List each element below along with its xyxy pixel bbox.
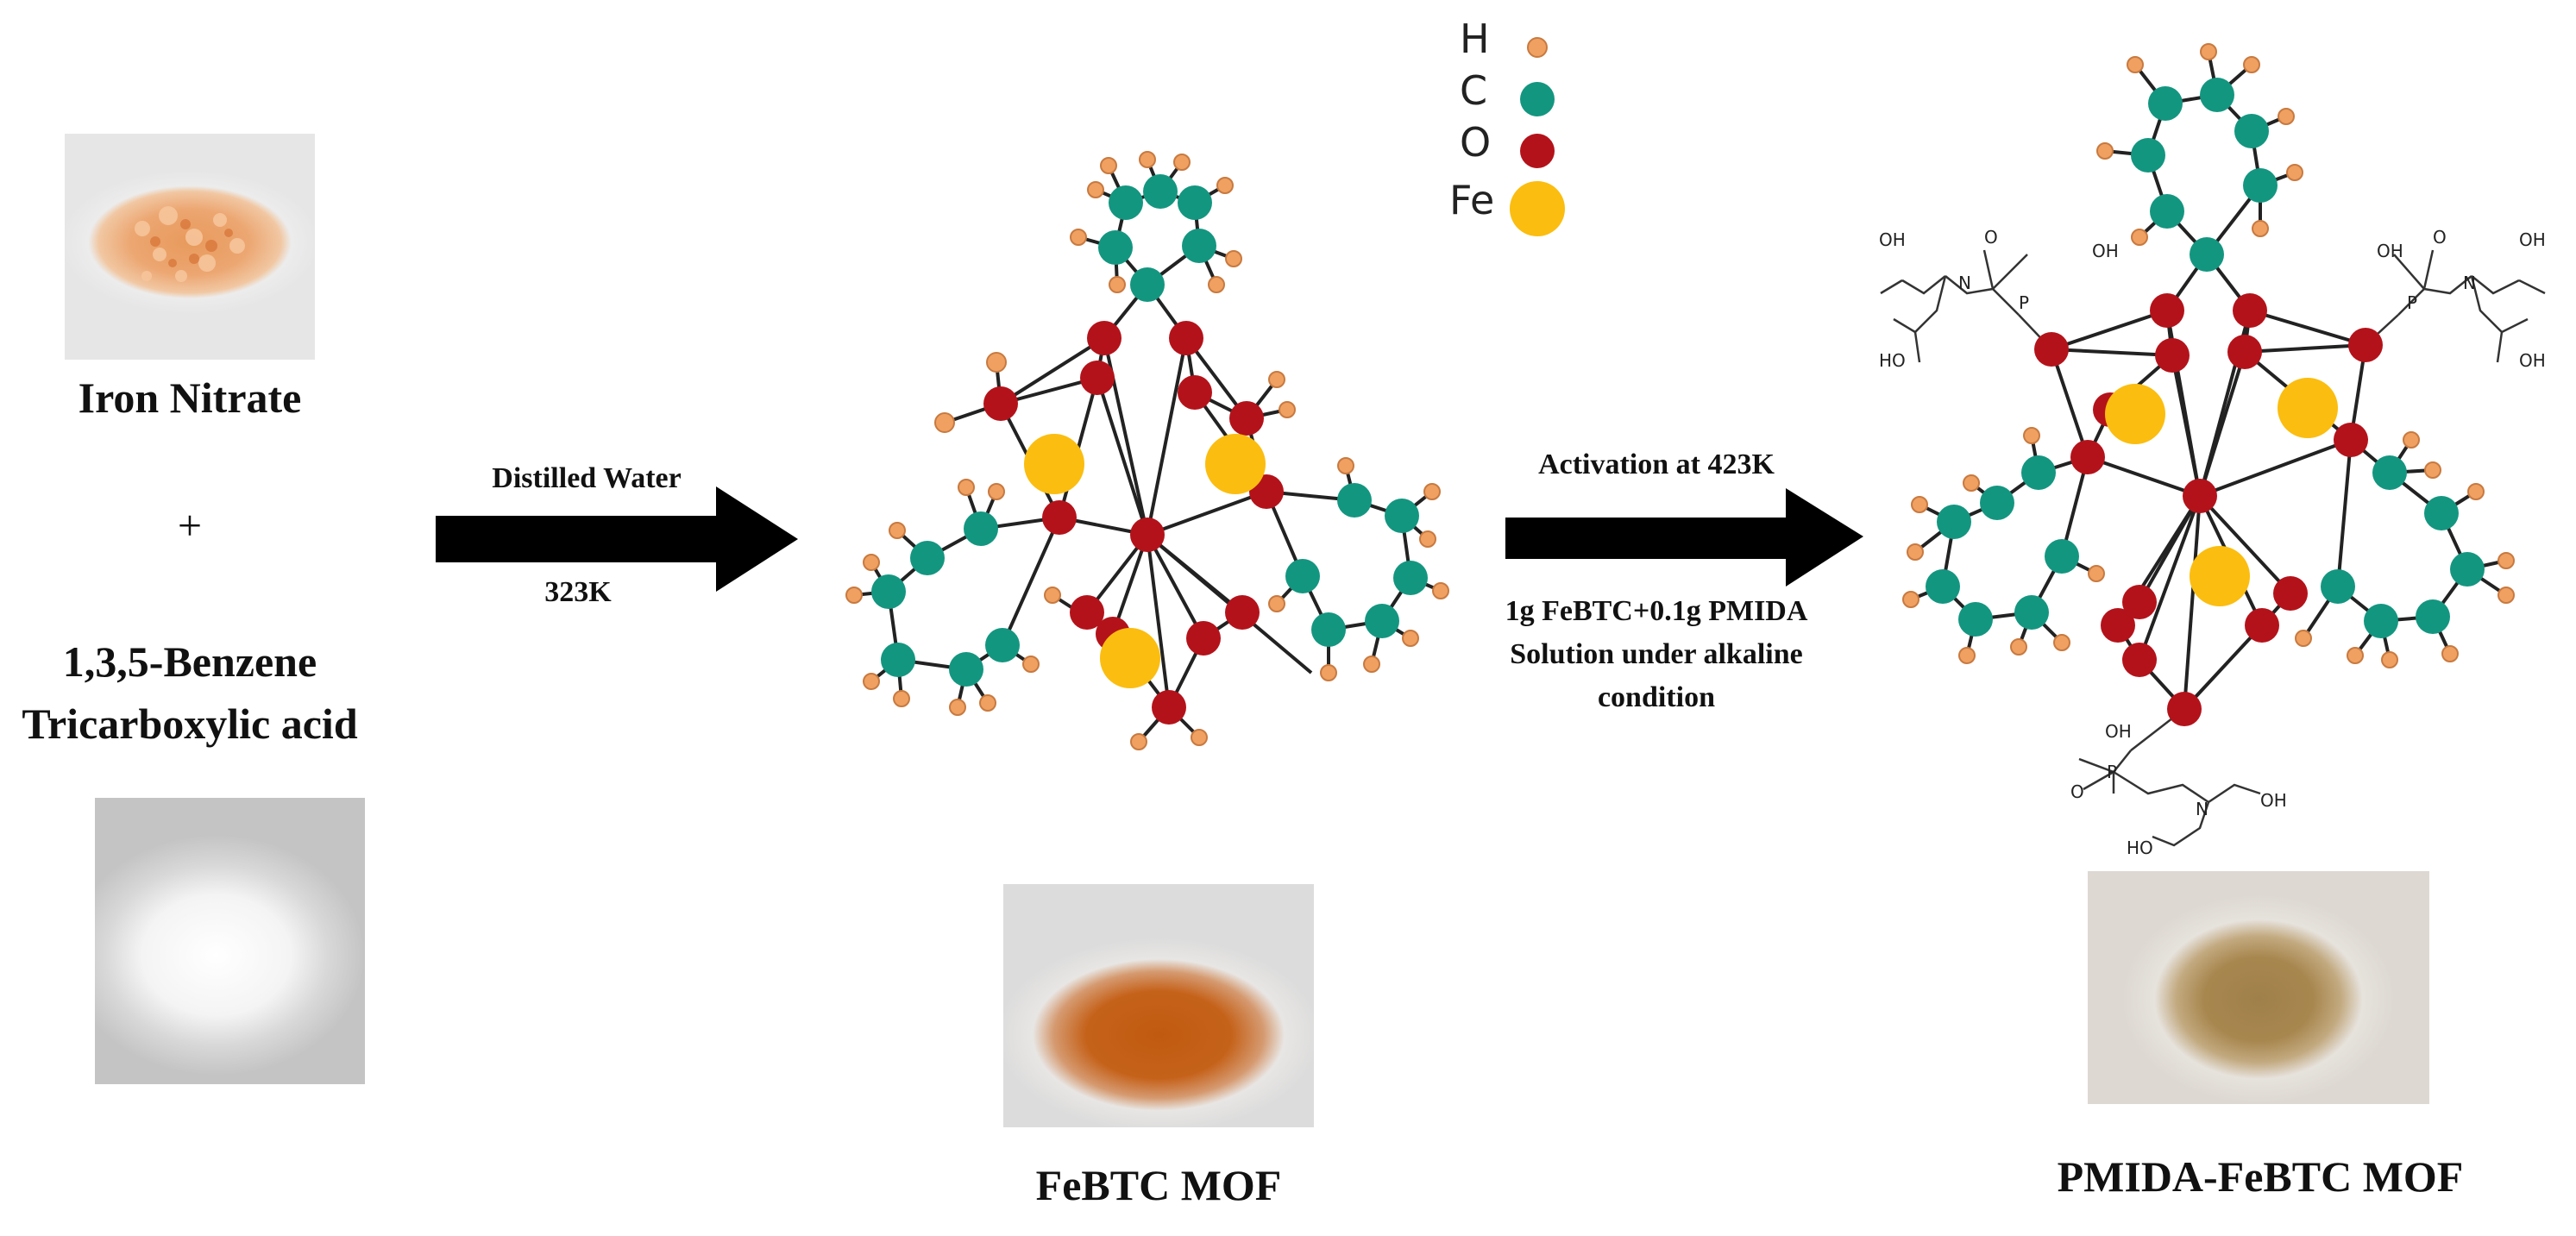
pmida-label-oh-5: OH — [2519, 350, 2546, 371]
pmida-label-p-2: P — [2407, 292, 2417, 313]
legend-swatches — [1510, 37, 1565, 236]
pmida-label-oh-6: OH — [2105, 721, 2132, 742]
iron-nitrate-label: Iron Nitrate — [78, 373, 302, 422]
pmida-label-ho-1: HO — [1879, 350, 1906, 371]
arrow-step2 — [1505, 488, 1863, 587]
pmida-febtc-powder-photo — [2088, 871, 2429, 1104]
pmida-label-oh-7: OH — [2260, 790, 2287, 811]
legend-label-c: C — [1460, 67, 1488, 114]
arrow-step1 — [436, 486, 798, 592]
step2-condition-line3: condition — [1597, 681, 1716, 713]
pmida-label-ho-2: HO — [2127, 838, 2153, 858]
pmida-label-oh-3: OH — [2377, 241, 2403, 261]
pmida-ligand-labels: OH P O N OH HO OH P O N OH OH OH P O N O… — [1879, 227, 2546, 858]
legend-swatch-c — [1520, 82, 1555, 116]
step1-condition-bottom: 323K — [544, 576, 612, 608]
pmida-label-n-1: N — [1958, 273, 1971, 293]
pmida-label-oh-1: OH — [2092, 241, 2119, 261]
btc-label-line2: Tricarboxylic acid — [22, 700, 358, 748]
pmida-label-p-1: P — [2019, 292, 2029, 313]
legend-swatch-fe — [1510, 181, 1565, 236]
btc-label-line1: 1,3,5-Benzene — [62, 637, 317, 686]
pmida-iron-atoms — [2105, 378, 2338, 606]
pmida-hydrogen-atoms — [1902, 43, 2515, 668]
atom-legend: H C O Fe — [1441, 9, 1613, 242]
febtc-iron-atoms — [1024, 434, 1266, 688]
pmida-febtc-mof-label: PMIDA-FeBTC MOF — [2057, 1152, 2464, 1201]
pmida-label-n-2: N — [2463, 273, 2476, 293]
pmida-label-o-1: O — [1984, 227, 1998, 248]
febtc-molecular-structure — [845, 151, 1449, 750]
pmida-febtc-molecular-structure: OH P O N OH HO OH P O N OH OH OH P O N O… — [1879, 43, 2546, 858]
step1-condition-top: Distilled Water — [492, 462, 682, 494]
pmida-ligands — [1880, 249, 2546, 847]
iron-nitrate-photo — [65, 134, 315, 360]
step2-condition-top: Activation at 423K — [1538, 449, 1775, 480]
pmida-label-oh-4: OH — [2519, 229, 2546, 250]
btc-powder-photo — [95, 798, 365, 1084]
febtc-powder-photo — [1003, 884, 1314, 1127]
pmida-carbon-atoms — [1926, 78, 2485, 638]
pmida-label-p-3: P — [2107, 762, 2117, 782]
step2-condition-line2: Solution under alkaline — [1510, 638, 1803, 670]
legend-swatch-h — [1527, 37, 1548, 58]
pmida-label-oh-2: OH — [1879, 229, 1906, 250]
pmida-label-o-3: O — [2070, 781, 2084, 802]
febtc-carbon-atoms — [871, 174, 1428, 687]
step2-condition-line1: 1g FeBTC+0.1g PMIDA — [1505, 595, 1808, 627]
legend-swatch-o — [1520, 134, 1555, 168]
legend-label-fe: Fe — [1449, 177, 1495, 223]
legend-label-o: O — [1460, 119, 1492, 166]
pmida-label-o-2: O — [2433, 227, 2447, 248]
legend-label-h: H — [1460, 16, 1490, 62]
pmida-label-n-3: N — [2196, 799, 2208, 819]
febtc-hydrogen-atoms — [845, 151, 1449, 750]
febtc-mof-label: FeBTC MOF — [1035, 1161, 1282, 1209]
iron-nitrate-crystals — [135, 206, 245, 282]
plus-sign: + — [177, 501, 203, 549]
pmida-oxygen-atoms — [2034, 293, 2383, 726]
